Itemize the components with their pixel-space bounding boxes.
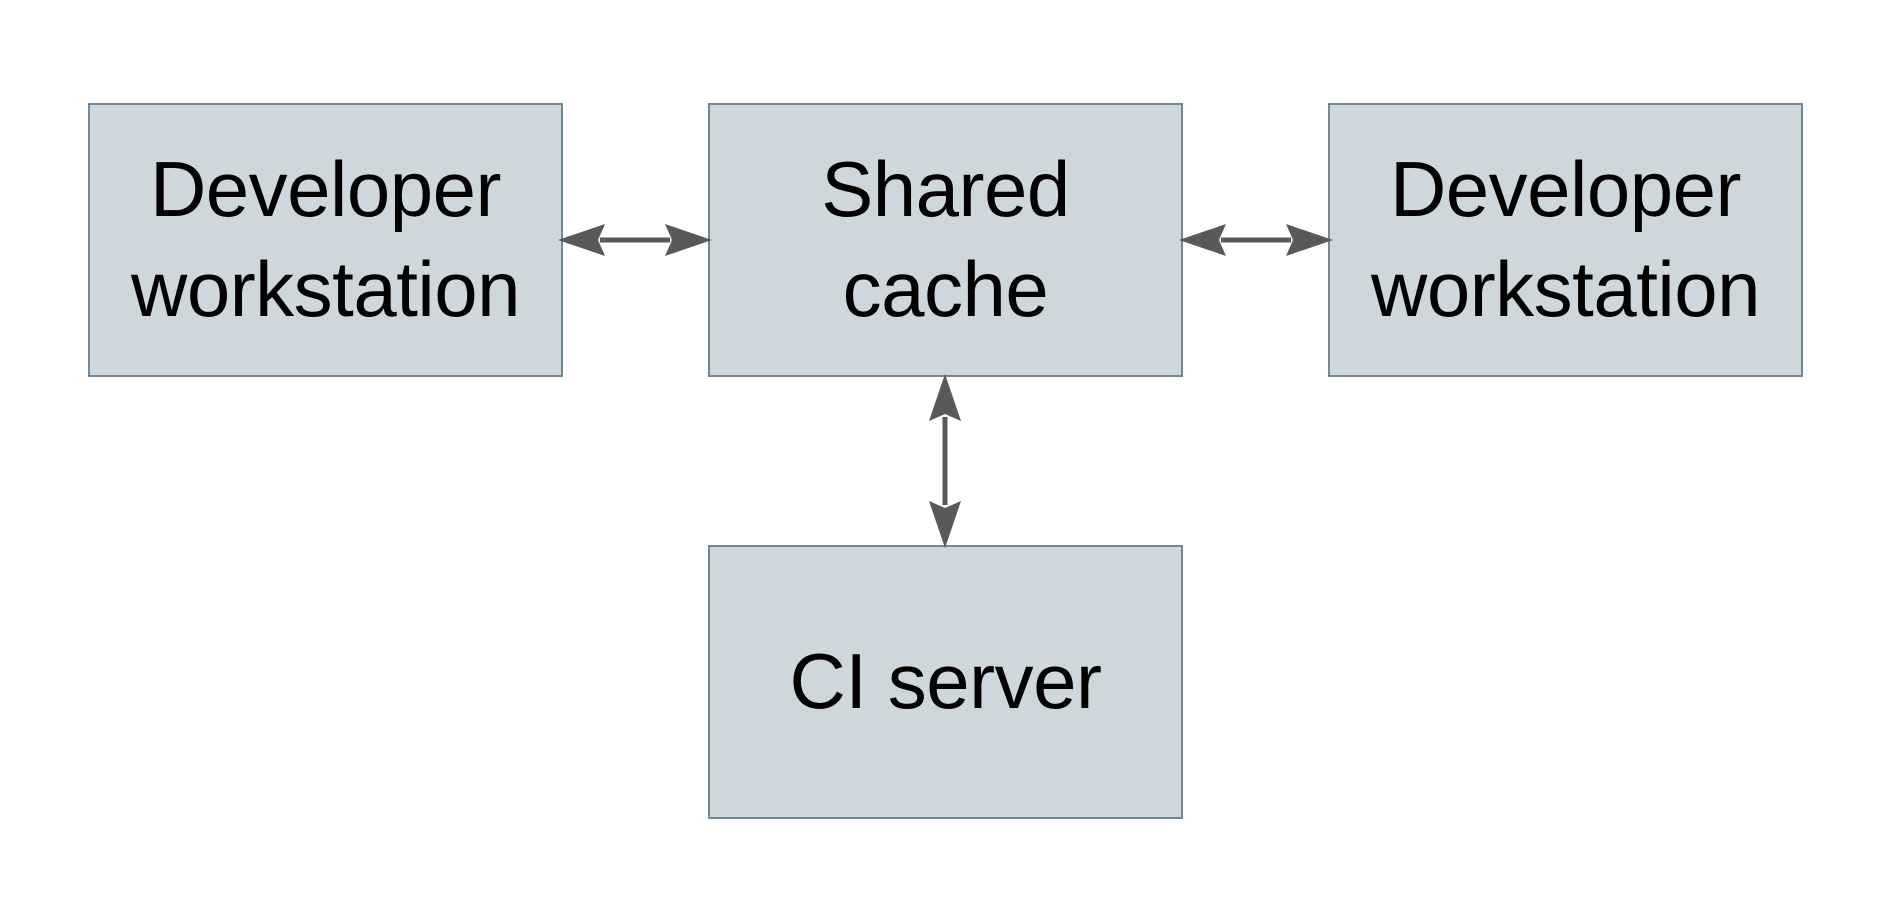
edge-shared-cache-to-developer-right[interactable] bbox=[1177, 210, 1335, 270]
arrowhead-right-icon bbox=[1286, 224, 1333, 256]
edge-shaft bbox=[1221, 237, 1291, 243]
node-ci-server[interactable]: CI server bbox=[708, 545, 1183, 819]
edge-developer-left-to-shared-cache[interactable] bbox=[556, 210, 714, 270]
edge-shaft bbox=[942, 417, 948, 505]
arrowhead-left-icon bbox=[558, 224, 605, 256]
node-developer-workstation-right[interactable]: Developer workstation bbox=[1328, 103, 1803, 377]
node-developer-workstation-left[interactable]: Developer workstation bbox=[88, 103, 563, 377]
node-shared-cache[interactable]: Shared cache bbox=[708, 103, 1183, 377]
edge-shaft bbox=[600, 237, 670, 243]
edge-shared-cache-to-ci-server[interactable] bbox=[915, 371, 975, 551]
arrowhead-left-icon bbox=[1179, 224, 1226, 256]
arrowhead-down-icon bbox=[929, 501, 961, 548]
arrowhead-right-icon bbox=[665, 224, 712, 256]
arrowhead-up-icon bbox=[929, 374, 961, 421]
